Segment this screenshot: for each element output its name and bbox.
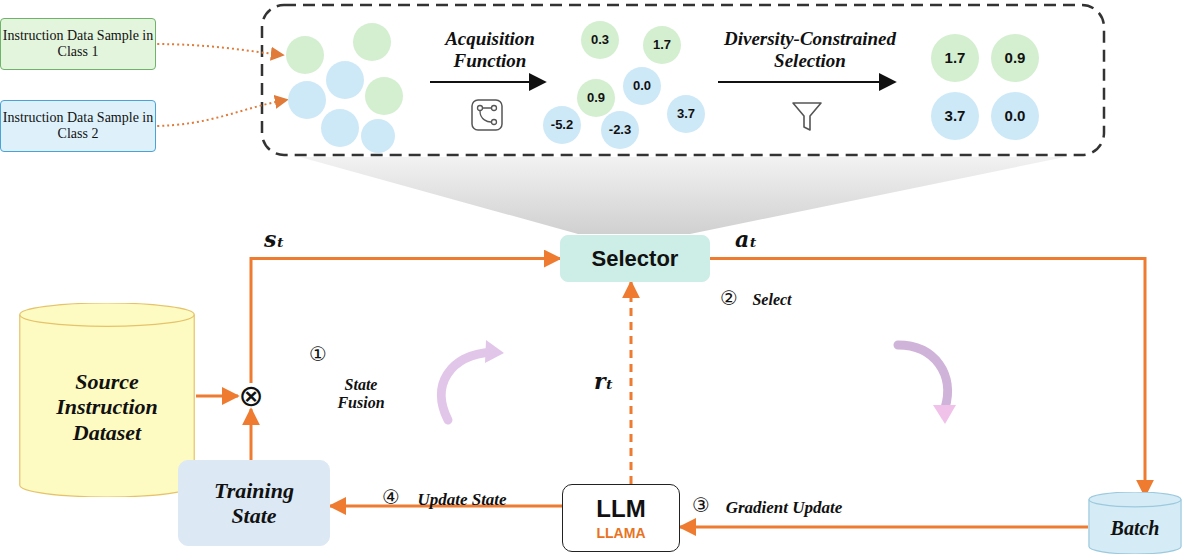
score-circle: 1.7 <box>931 34 979 82</box>
reward-connector <box>630 282 633 484</box>
node-text: Batch <box>1111 517 1160 540</box>
step-label: Diversity-Constrained Selection <box>722 28 898 72</box>
node-text: 1.7 <box>653 38 671 53</box>
score-circle: 3.7 <box>931 92 979 140</box>
edge-label: sₜ <box>261 227 288 251</box>
filter-icon <box>793 103 821 130</box>
step-label: State Fusion <box>330 376 392 413</box>
dataset-cylinder: Batch <box>1088 492 1182 554</box>
selection-panel <box>262 5 1104 155</box>
process-box: Training State <box>178 460 330 546</box>
flow-connector <box>710 259 1145 497</box>
step-number: ④ <box>378 486 404 509</box>
process-arrow <box>430 81 545 83</box>
node-text: Instruction Data Sample in Class 1 <box>1 28 155 60</box>
score-circle: 0.9 <box>991 34 1039 82</box>
node-text: 0.0 <box>1005 107 1026 124</box>
step-number: ① <box>305 343 331 366</box>
score-circle: 0.3 <box>581 21 619 59</box>
process-box: Instruction Data Sample in Class 2 <box>0 100 156 152</box>
dotted-arrow <box>152 44 282 55</box>
dataset-cylinder: Source Instruction Dataset <box>18 303 196 497</box>
node-text: 0.0 <box>633 79 651 94</box>
node-text: LLM <box>596 495 645 523</box>
score-circle: -2.3 <box>601 111 639 149</box>
cycle-arrow <box>441 340 956 424</box>
step-label: Update State <box>404 490 520 510</box>
node-text: 0.9 <box>587 91 605 106</box>
node-text: 0.9 <box>1005 49 1026 66</box>
process-box: LLM LLAMA <box>562 484 680 552</box>
fusion-symbol: ⊗ <box>236 381 266 411</box>
score-circle: 0.9 <box>577 79 615 117</box>
sample-dot <box>353 23 391 61</box>
node-text: -2.3 <box>609 123 631 138</box>
step-label: Acquisition Function <box>428 28 552 72</box>
node-text: -5.2 <box>551 118 573 133</box>
score-circle: 1.7 <box>643 26 681 64</box>
edge-label: rₜ <box>591 369 617 393</box>
focus-fan <box>300 157 1065 234</box>
node-text: Instruction Data Sample in Class 2 <box>1 110 155 142</box>
node-text: Training State <box>191 478 317 529</box>
score-circle: 3.7 <box>667 95 705 133</box>
node-text: Source Instruction Dataset <box>35 369 179 445</box>
process-arrow <box>718 81 895 83</box>
step-number: ② <box>716 287 742 310</box>
process-box: Instruction Data Sample in Class 1 <box>0 18 156 70</box>
sample-dot <box>286 36 324 74</box>
flow-connector <box>251 259 560 384</box>
node-text: 0.3 <box>591 33 609 48</box>
score-circle: 0.0 <box>623 67 661 105</box>
sample-dot <box>321 109 359 147</box>
sample-dot <box>361 119 395 153</box>
brand-text: LLAMA <box>597 525 646 541</box>
process-box: Selector <box>560 235 710 282</box>
node-text: 3.7 <box>945 107 966 124</box>
node-text: 3.7 <box>677 107 695 122</box>
sample-dot <box>326 61 364 99</box>
step-number: ③ <box>688 494 714 517</box>
score-circle: 0.0 <box>991 92 1039 140</box>
node-text: ⊗ <box>238 381 263 411</box>
flow-connector <box>250 409 253 460</box>
step-label: Select <box>742 291 802 309</box>
function-icon <box>472 100 502 130</box>
sample-dot <box>288 81 326 119</box>
node-text: 1.7 <box>945 49 966 66</box>
sample-dot <box>365 77 403 115</box>
flow-connector <box>196 395 238 398</box>
flow-connector <box>680 526 1088 529</box>
step-label: Gradient Update <box>714 498 854 518</box>
dotted-arrow <box>152 100 286 126</box>
score-circle: -5.2 <box>543 106 581 144</box>
edge-label: aₜ <box>732 227 760 251</box>
node-text: Selector <box>592 246 679 271</box>
